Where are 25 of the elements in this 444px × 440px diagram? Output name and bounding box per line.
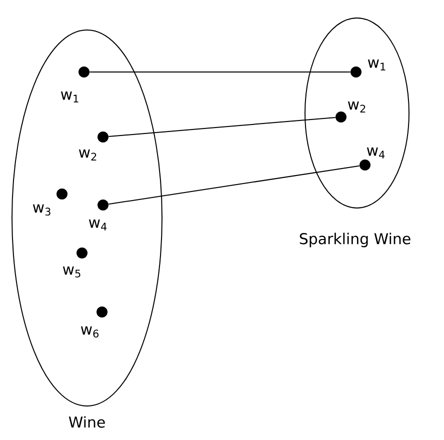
element-label: w$_{2}$ (78, 150, 96, 160)
element-dot (56, 188, 68, 200)
element-label: w$_{1}$ (60, 92, 78, 102)
element-label: w$_{1}$ (368, 60, 386, 70)
set-ellipse (12, 30, 162, 406)
element-label: w$_{4}$ (88, 220, 107, 230)
element-label: w$_{4}$ (366, 148, 385, 158)
connector-line (108, 116, 336, 137)
element-label: w$_{5}$ (62, 266, 80, 278)
element-label: w$_{3}$ (32, 204, 50, 216)
element-label: w$_{2}$ (348, 102, 366, 112)
element-dot (360, 159, 370, 170)
element-dot (350, 66, 362, 78)
element-dot (76, 247, 88, 258)
set-ellipse (304, 18, 410, 208)
element-dot (98, 199, 108, 210)
set-label: Wine (68, 416, 105, 428)
set-label: Sparkling Wine (300, 232, 410, 248)
element-dot (96, 306, 108, 318)
element-dot (78, 66, 90, 78)
connector-line (89, 71, 351, 72)
connector-line (108, 165, 360, 205)
element-dot (98, 131, 108, 142)
element-dot (336, 111, 346, 122)
element-label: w$_{6}$ (80, 326, 99, 338)
